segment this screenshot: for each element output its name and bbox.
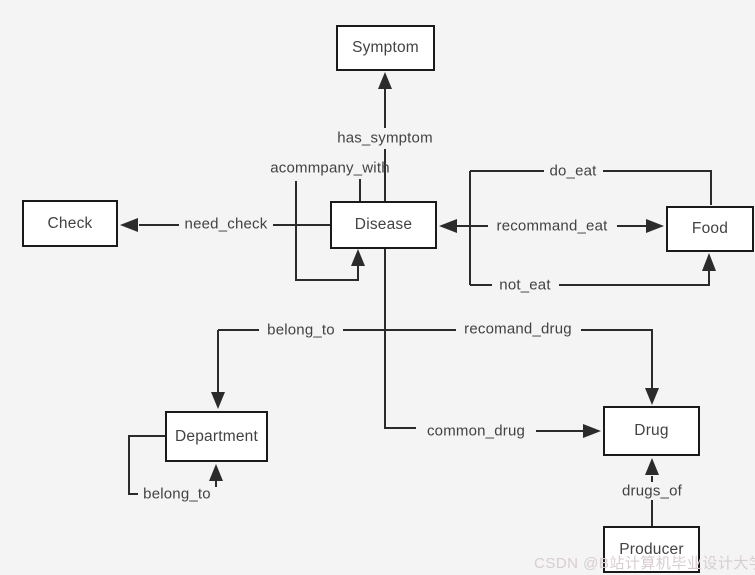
arrowhead-into-department-top [211, 392, 225, 409]
edge-acommpany-with [295, 179, 365, 281]
arrowhead-into-drug-bottom [645, 458, 659, 475]
node-department: Department [165, 411, 268, 462]
edge-belong-to-department [211, 329, 456, 409]
edge-label-recomand-drug: recomand_drug [464, 320, 572, 338]
arrowhead-into-drug-left [583, 424, 601, 438]
node-check: Check [22, 200, 118, 247]
edge-has-symptom [378, 72, 392, 201]
csdn-watermark: CSDN @B站计算机毕业设计大学 [534, 555, 755, 572]
edge-belong-to-lower [128, 435, 223, 495]
edge-label-need-check: need_check [184, 215, 268, 233]
node-food: Food [666, 206, 754, 252]
edge-label-do-eat: do_eat [549, 162, 597, 180]
edge-label-acommpany-with: acommpany_with [270, 159, 390, 177]
arrowhead-into-disease-right [439, 219, 457, 233]
node-drug: Drug [603, 406, 700, 456]
edge-not-eat [470, 253, 716, 286]
node-disease: Disease [330, 201, 437, 249]
edge-label-belong-to-department: belong_to [267, 321, 335, 339]
node-symptom: Symptom [336, 25, 435, 71]
node-producer: Producer [603, 526, 700, 573]
edge-label-drugs-of: drugs_of [622, 482, 682, 500]
arrowhead-into-food-bottom [702, 253, 716, 271]
arrowhead-into-drug-top [645, 388, 659, 405]
arrowhead-into-symptom [378, 72, 392, 89]
edge-label-common-drug: common_drug [426, 422, 526, 440]
edge-common-drug [536, 424, 601, 438]
edge-drugs-of [645, 458, 659, 526]
edge-label-belong-to-lower: belong_to [143, 485, 211, 503]
edge-disease-stem [384, 249, 416, 429]
edge-recommand-eat [439, 219, 664, 233]
edge-need-check [120, 218, 330, 232]
arrowhead-into-food-left [646, 219, 664, 233]
edge-label-has-symptom: has_symptom [337, 129, 433, 147]
arrowhead-into-department-bottom [209, 464, 223, 481]
edge-recomand-drug [581, 329, 659, 405]
edge-label-recommand-eat: recommand_eat [496, 217, 608, 235]
edge-do-eat [470, 170, 712, 205]
arrowhead-into-disease-bottom [351, 249, 365, 266]
arrowhead-into-check [120, 218, 138, 232]
edge-label-not-eat: not_eat [499, 276, 551, 294]
